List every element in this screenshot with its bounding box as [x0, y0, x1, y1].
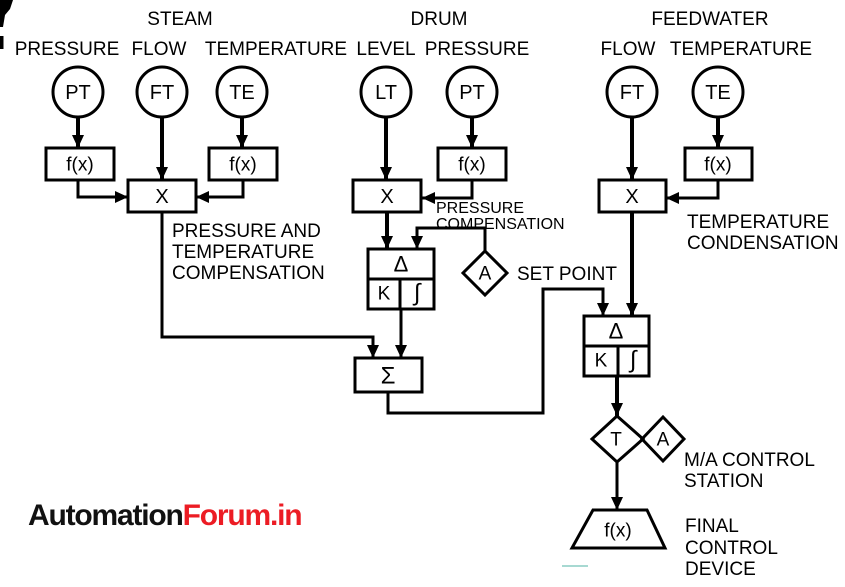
transmitter-circles [51, 65, 745, 119]
steam-compensation-line1: PRESSURE AND [172, 221, 321, 242]
drum-compensation-line2: COMPENSATION [436, 216, 565, 233]
steam-pt-tag: PT [65, 82, 91, 104]
drum-pressure-fx-box [436, 146, 508, 182]
feedwater-multiplier-glyph: X [625, 186, 638, 208]
ma-station-line2: STATION [684, 471, 764, 492]
steam-pressure-label: PRESSURE [15, 39, 120, 60]
final-device-line3: DEVICE [685, 559, 756, 580]
drum-header: DRUM [411, 9, 468, 30]
feedwater-ft-circle [605, 65, 659, 119]
feedwater-condensation-line2: CONDENSATION [687, 233, 839, 254]
scan-artifact [0, 0, 13, 49]
feedwater-multiplier-box [597, 178, 668, 214]
drum-compensation-line1: PRESSURE [436, 200, 524, 217]
setpoint-label: SET POINT [517, 264, 617, 285]
watermark-text-red: Forum.in [182, 499, 303, 532]
feedwater-gain-glyph: K [595, 351, 608, 372]
drum-pt-tag: PT [459, 82, 485, 104]
automationforum-watermark: AutomationForum.in [28, 499, 303, 533]
steam-compensation-line3: COMPENSATION [172, 263, 325, 284]
steam-ft-circle [135, 65, 189, 119]
feedwater-flow-label: FLOW [601, 39, 656, 60]
steam-multiplier-box [126, 178, 198, 214]
ma-station-line1: M/A CONTROL [684, 450, 815, 471]
steam-te-circle [215, 65, 269, 119]
drum-pt-circle [445, 65, 499, 119]
drum-level-controller-block [366, 247, 436, 311]
connector-wires [72, 117, 724, 510]
summer-box [353, 356, 424, 394]
teal-line-artifact [562, 565, 588, 567]
setpoint-diamond [460, 248, 510, 298]
steam-ft-tag: FT [150, 82, 174, 104]
block-glyphs: f(x) f(x) X X f(x) X f(x) Δ K ∫ Σ Δ K ∫ … [66, 155, 731, 542]
instrument-tags: PT FT TE LT PT FT TE [65, 82, 731, 104]
feedwater-ft-tag: FT [620, 82, 644, 104]
drum-multiplier-glyph: X [380, 186, 393, 208]
steam-temp-fx-glyph: f(x) [229, 155, 256, 176]
drum-integral-glyph: ∫ [412, 280, 422, 307]
feedwater-flow-controller-block [582, 314, 651, 378]
feedwater-integral-glyph: ∫ [628, 347, 638, 374]
feedwater-temp-fx-glyph: f(x) [704, 155, 731, 176]
setpoint-auto-glyph: A [479, 264, 492, 285]
feedwater-te-tag: TE [705, 82, 731, 104]
feedwater-header: FEEDWATER [651, 9, 768, 30]
function-blocks [44, 146, 754, 550]
drum-lt-tag: LT [375, 82, 397, 104]
drum-pressure-fx-glyph: f(x) [458, 155, 485, 176]
steam-pt-circle [51, 65, 105, 119]
feedwater-temperature-label: TEMPERATURE [670, 39, 812, 60]
signal-labels: PRESSURE FLOW TEMPERATURE LEVEL PRESSURE… [15, 39, 812, 60]
steam-temp-fx-box [207, 146, 279, 182]
feedwater-condensation-line1: TEMPERATURE [687, 212, 829, 233]
steam-flow-label: FLOW [132, 39, 187, 60]
drum-multiplier-box [351, 178, 423, 214]
steam-multiplier-glyph: X [155, 186, 168, 208]
steam-pressure-fx-box [44, 146, 116, 182]
steam-te-tag: TE [229, 82, 255, 104]
auto-glyph: A [657, 430, 670, 451]
drum-delta-glyph: Δ [394, 252, 409, 277]
final-device-line2: CONTROL [685, 538, 778, 559]
feedwater-temp-fx-box [683, 146, 754, 182]
feedwater-te-circle [691, 65, 745, 119]
transfer-diamond [589, 413, 646, 465]
steam-temperature-label: TEMPERATURE [205, 39, 347, 60]
feedwater-delta-glyph: Δ [609, 319, 624, 344]
drum-lt-circle [359, 65, 413, 119]
steam-compensation-line2: TEMPERATURE [172, 242, 314, 263]
final-control-device-trapezoid [569, 508, 668, 550]
drum-level-label: LEVEL [356, 39, 415, 60]
watermark-text-black: Automation [28, 499, 184, 532]
auto-diamond [639, 414, 687, 464]
final-device-line1: FINAL [685, 516, 739, 537]
transfer-glyph: T [610, 430, 622, 451]
annotations: PRESSURE AND TEMPERATURE COMPENSATION PR… [172, 200, 839, 580]
column-headers: STEAM DRUM FEEDWATER [147, 9, 768, 30]
summer-glyph: Σ [381, 363, 396, 390]
steam-header: STEAM [147, 9, 212, 30]
final-device-fx-glyph: f(x) [604, 521, 631, 542]
drum-pressure-label: PRESSURE [425, 39, 530, 60]
steam-pressure-fx-glyph: f(x) [66, 155, 93, 176]
drum-gain-glyph: K [378, 284, 391, 305]
